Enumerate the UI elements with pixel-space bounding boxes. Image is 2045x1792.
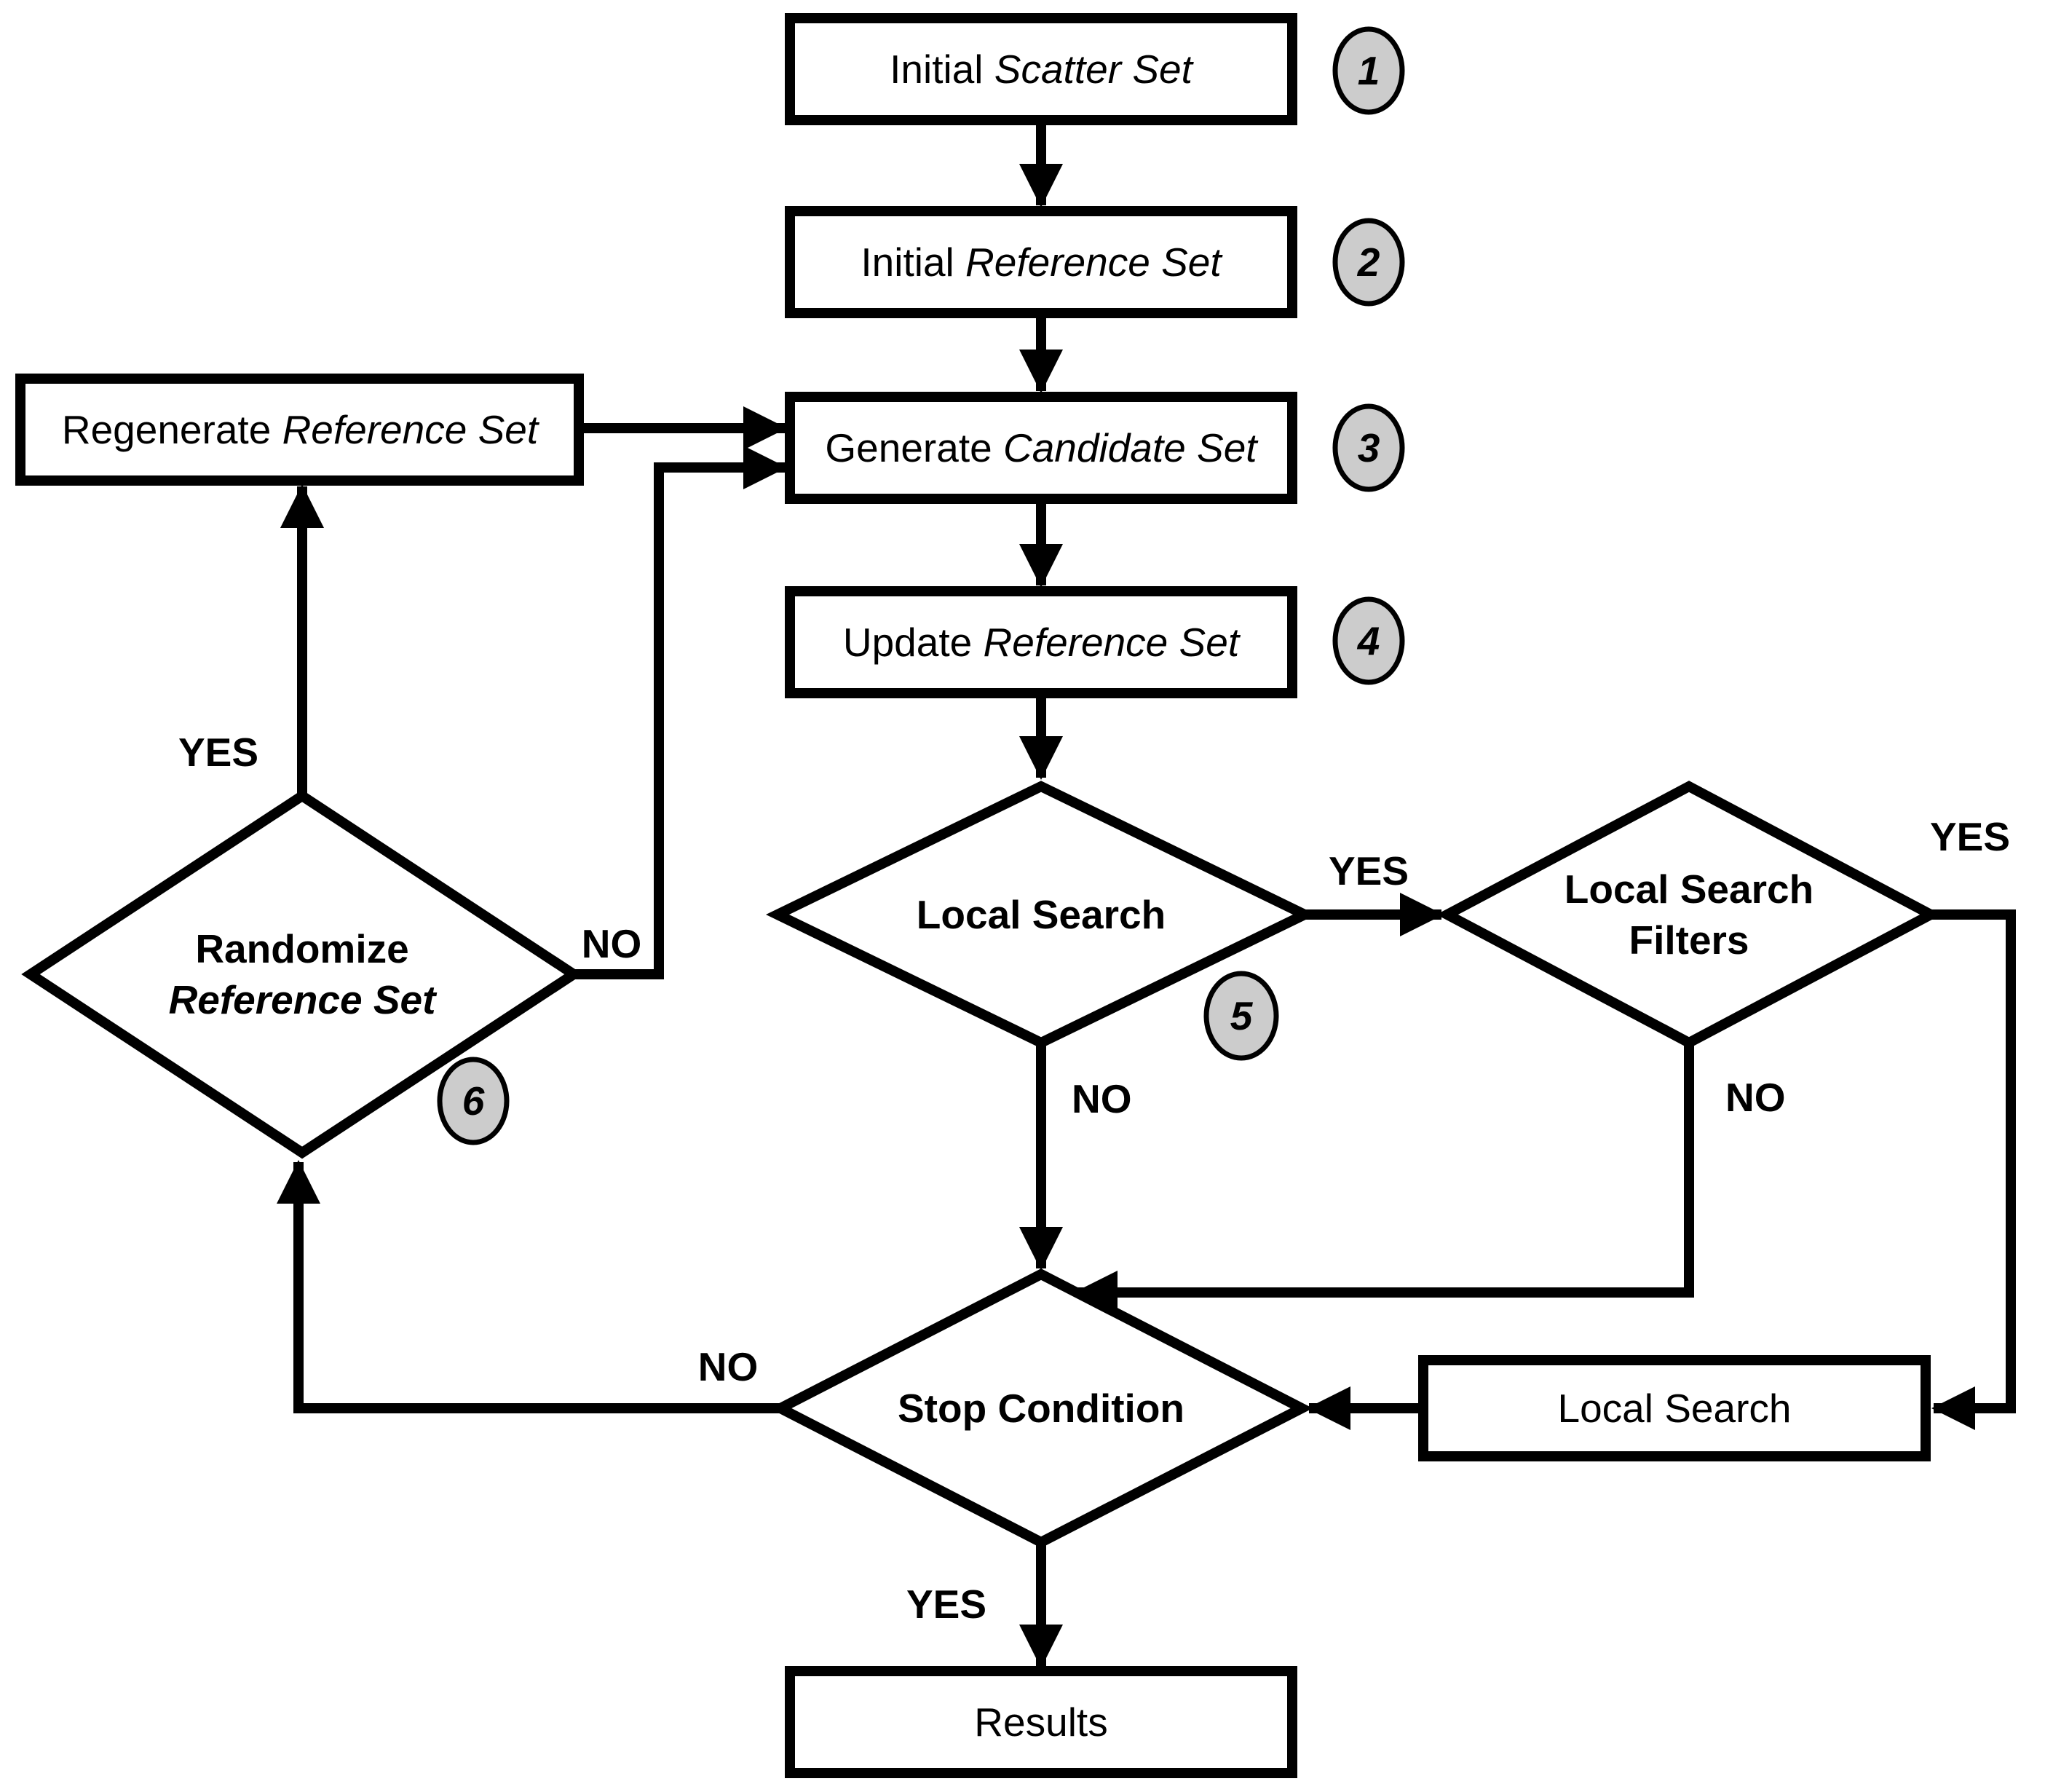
local-search-filters-diamond: [1436, 781, 1942, 1049]
stop-condition-label: Stop Condition: [898, 1386, 1184, 1431]
edge-filters-no-to-stop: [1073, 1043, 1694, 1315]
node-randomize-reference-set-decision: Randomize Reference Set: [21, 789, 583, 1159]
initial-scatter-set-label: Initial Scatter Set: [890, 47, 1194, 92]
edge-labels: YES NO YES NO YES NO NO YES: [178, 730, 2010, 1627]
step-badge-6-circle: [437, 1057, 510, 1145]
results-box: [785, 1666, 1297, 1778]
edges: [276, 120, 2016, 1669]
node-local-search-decision: Local Search: [765, 781, 1317, 1049]
local-search-process-box: [1418, 1355, 1931, 1461]
update-reference-set-label: Update Reference Set: [843, 620, 1241, 665]
step-badge-3: 3: [1332, 403, 1405, 492]
randomize-reference-set-label-line1: Randomize: [195, 926, 408, 971]
initial-reference-set-box: [785, 206, 1297, 318]
step-badge-4-circle: [1332, 596, 1405, 685]
step-badge-5-number: 5: [1230, 993, 1254, 1038]
regenerate-reference-set-label: Regenerate Reference Set: [62, 407, 540, 452]
step-badge-4: 4: [1332, 596, 1405, 685]
edge-stop-no-to-randomize: [276, 1159, 780, 1413]
initial-reference-set-label: Initial Reference Set: [861, 240, 1223, 285]
local-search-filters-label-line1: Local Search: [1565, 867, 1813, 912]
stop-condition-diamond: [769, 1268, 1313, 1548]
step-badge-1-circle: [1332, 26, 1405, 115]
results-label: Results: [974, 1700, 1107, 1745]
generate-candidate-set-label: Generate Candidate Set: [825, 425, 1259, 470]
randomize-reference-set-label-line2: Reference Set: [169, 977, 438, 1022]
randomize-reference-set-diamond: [21, 789, 583, 1159]
step-badge-2-number: 2: [1357, 240, 1380, 285]
edge-label-local-search-no: NO: [1072, 1076, 1132, 1121]
step-badge-2-circle: [1332, 218, 1405, 307]
node-results: Results: [785, 1666, 1297, 1778]
edge-label-randomize-no: NO: [582, 921, 642, 966]
edge-label-local-search-yes: YES: [1329, 848, 1409, 893]
local-search-decision-label: Local Search: [917, 892, 1166, 937]
edge-label-filters-no: NO: [1725, 1075, 1786, 1120]
edge-filters-yes-to-local-search-box: [1931, 909, 2016, 1431]
step-badge-4-number: 4: [1357, 618, 1380, 663]
local-search-process-label: Local Search: [1557, 1386, 1791, 1431]
local-search-decision-diamond: [765, 781, 1317, 1049]
step-badge-5: 5: [1203, 971, 1279, 1061]
edge-label-filters-yes: YES: [1930, 814, 2010, 859]
node-update-reference-set: Update Reference Set: [785, 586, 1297, 698]
edge-label-stop-yes: YES: [906, 1582, 986, 1627]
step-badge-6-number: 6: [462, 1078, 485, 1124]
step-badge-5-circle: [1203, 971, 1279, 1061]
step-badge-1: 1: [1332, 26, 1405, 115]
step-badge-1-number: 1: [1358, 48, 1380, 93]
node-stop-condition-decision: Stop Condition: [769, 1268, 1313, 1548]
node-initial-reference-set: Initial Reference Set: [785, 206, 1297, 318]
generate-candidate-set-box: [785, 392, 1297, 504]
node-generate-candidate-set: Generate Candidate Set: [785, 392, 1297, 504]
node-initial-scatter-set: Initial Scatter Set: [785, 13, 1297, 125]
edge-randomize-no-to-generate: [574, 445, 788, 979]
update-reference-set-box: [785, 586, 1297, 698]
node-regenerate-reference-set: Regenerate Reference Set: [15, 374, 584, 486]
edge-label-stop-no: NO: [698, 1344, 759, 1389]
node-local-search-filters-decision: Local Search Filters: [1436, 781, 1942, 1049]
node-local-search-process: Local Search: [1418, 1355, 1931, 1461]
local-search-filters-label-line2: Filters: [1629, 917, 1749, 963]
step-badge-2: 2: [1332, 218, 1405, 307]
step-badges: 1 2 3 4 5 6: [437, 26, 1405, 1145]
step-badge-3-circle: [1332, 403, 1405, 492]
step-badge-3-number: 3: [1358, 425, 1380, 470]
initial-scatter-set-box: [785, 13, 1297, 125]
regenerate-reference-set-box: [15, 374, 584, 486]
edge-label-randomize-yes: YES: [178, 730, 258, 775]
step-badge-6: 6: [437, 1057, 510, 1145]
